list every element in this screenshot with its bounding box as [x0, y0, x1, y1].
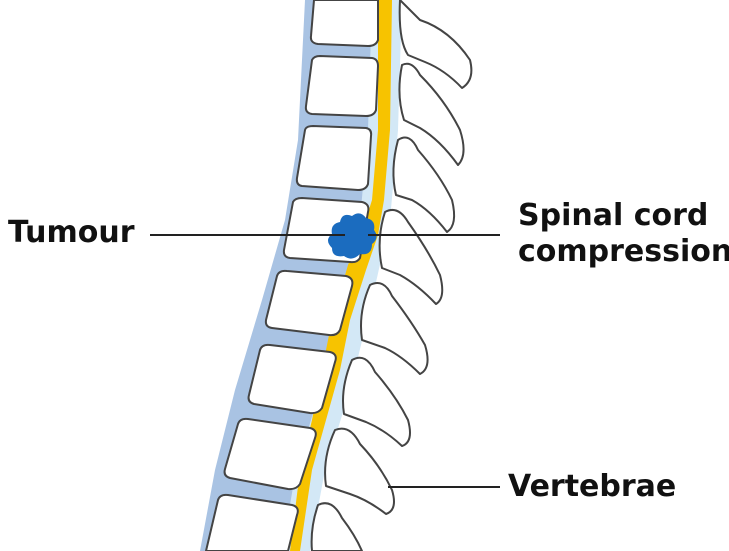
- spinous-process-2: [398, 62, 465, 166]
- vertebra-body-2: [304, 55, 379, 117]
- spinal-canal: [282, 0, 402, 551]
- tumour-label: Tumour: [8, 215, 135, 250]
- spinous-process-8: [310, 502, 363, 551]
- vertebrae-label: Vertebrae: [508, 469, 677, 504]
- vertebra-body-6: [247, 343, 337, 415]
- vertebra-body-1: [309, 0, 379, 47]
- vertebra-body-5: [264, 269, 354, 337]
- spinous-process-6: [342, 356, 411, 447]
- spinous-process-5: [360, 282, 429, 375]
- spinous-process-3: [392, 136, 456, 233]
- vertebra-body-8: [205, 493, 299, 551]
- vertebra-body-3: [295, 125, 373, 191]
- compression-label-line2: compression: [518, 234, 729, 269]
- spinous-process-4: [378, 209, 444, 305]
- spinous-process-1: [398, 0, 473, 89]
- vertebra-body-7: [223, 417, 317, 491]
- spinous-process-7: [324, 427, 395, 515]
- tumour-mass: [328, 213, 377, 259]
- compression-label-line1: Spinal cord: [518, 198, 709, 233]
